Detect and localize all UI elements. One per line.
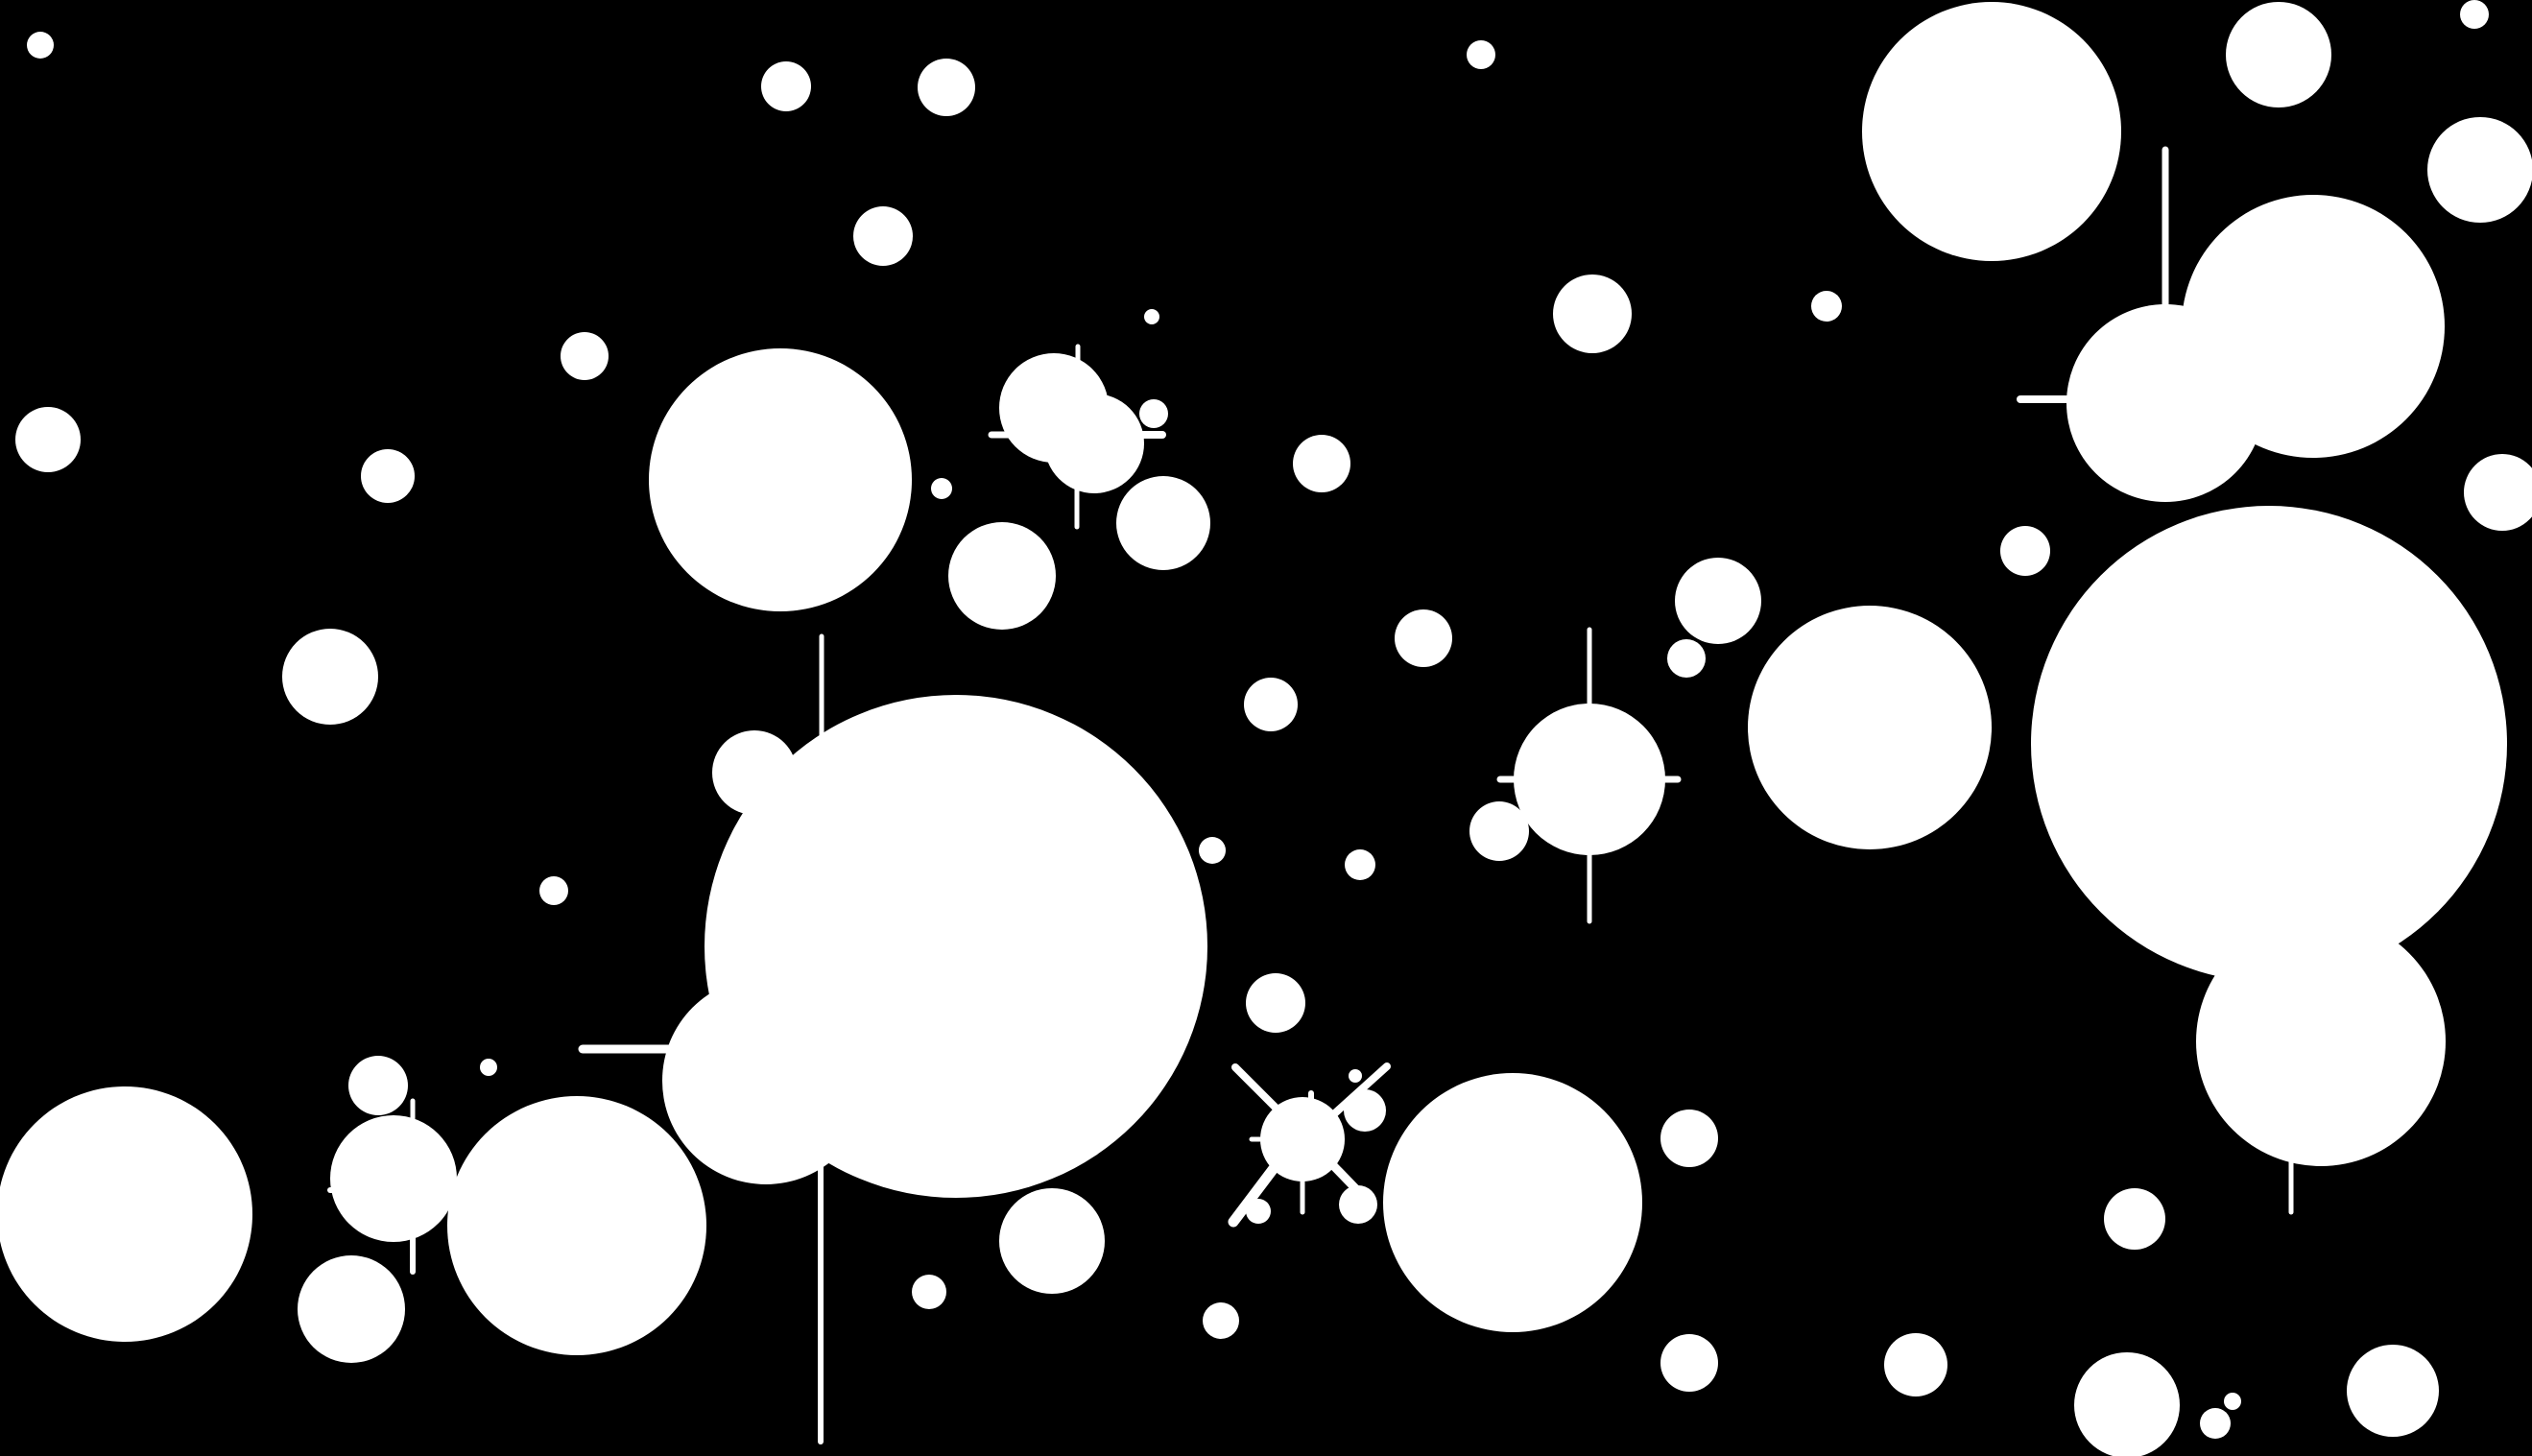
- blob-circle: [1395, 609, 1452, 667]
- blob-circle: [2460, 0, 2489, 29]
- light-streaks: [327, 146, 2294, 1444]
- airplane-contrail-streak: [1321, 1153, 1360, 1193]
- blob-circle: [1862, 2, 2121, 261]
- blob-circle: [761, 61, 811, 111]
- blob-circle: [1244, 678, 1298, 731]
- blob-circle: [948, 522, 1056, 630]
- airplane-body-blob: [1339, 1185, 1377, 1224]
- blob-circle: [1246, 973, 1305, 1033]
- blob-circle: [0, 1086, 252, 1342]
- blob-circle: [447, 1096, 706, 1355]
- blob-circle: [1116, 476, 1210, 570]
- blob-circle: [2427, 117, 2532, 223]
- blob-circle: [1044, 394, 1144, 493]
- blob-circle: [1139, 399, 1168, 428]
- blob-circle: [931, 478, 952, 499]
- airplane-contrail-streak: [1231, 1063, 1291, 1123]
- blob-circle: [1383, 1073, 1642, 1332]
- blob-circle: [1469, 801, 1529, 861]
- blob-circle: [1660, 1334, 1718, 1392]
- blob-circle: [539, 876, 568, 905]
- blob-circle: [1553, 274, 1632, 353]
- blob-circle: [662, 977, 870, 1184]
- blob-circle: [1748, 606, 1992, 849]
- blob-circle: [2031, 506, 2507, 982]
- blob-circle: [1467, 40, 1495, 69]
- blob-circle: [27, 32, 54, 59]
- blob-circle: [2347, 1345, 2439, 1437]
- blob-circle: [561, 332, 609, 380]
- blob-circle: [2200, 1408, 2231, 1439]
- blob-circle: [1884, 1333, 1947, 1396]
- blob-circle: [1345, 849, 1375, 880]
- airplane-contrail-streak: [1228, 1158, 1283, 1228]
- airplane-contrail-streak: [1325, 1062, 1391, 1123]
- blob-circle: [1293, 435, 1350, 492]
- blob-circle: [1660, 1110, 1718, 1167]
- blob-circle: [15, 407, 81, 472]
- blob-circle: [1514, 704, 1665, 855]
- blob-circle: [1811, 291, 1842, 322]
- blob-circle: [282, 629, 378, 725]
- blob-circle: [853, 206, 913, 266]
- blob-circle: [348, 1056, 408, 1115]
- blob-circle: [2224, 1393, 2241, 1410]
- blob-circle: [1675, 558, 1761, 644]
- airplane-body-blob: [1349, 1069, 1362, 1083]
- blob-circle: [330, 1115, 457, 1242]
- blob-circle: [298, 1255, 405, 1363]
- blob-circle: [480, 1059, 497, 1076]
- blob-circle: [912, 1275, 946, 1309]
- blob-circle: [999, 1188, 1105, 1294]
- blob-circle: [1667, 639, 1706, 678]
- blob-circle: [2074, 1352, 2180, 1456]
- blob-circle: [1199, 837, 1226, 864]
- airplane-silhouette: [1228, 1062, 1391, 1228]
- blob-circle: [2464, 454, 2532, 531]
- blob-circle: [918, 59, 975, 116]
- blob-circle: [1203, 1302, 1239, 1339]
- blob-circle: [2196, 917, 2446, 1166]
- blob-circle: [2182, 195, 2445, 458]
- blob-circle: [2000, 526, 2050, 576]
- blob-circle: [649, 348, 912, 611]
- blob-circle: [2226, 2, 2331, 107]
- blob-circle: [1144, 309, 1159, 324]
- blob-circle: [361, 449, 415, 503]
- blob-circle: [2104, 1188, 2165, 1250]
